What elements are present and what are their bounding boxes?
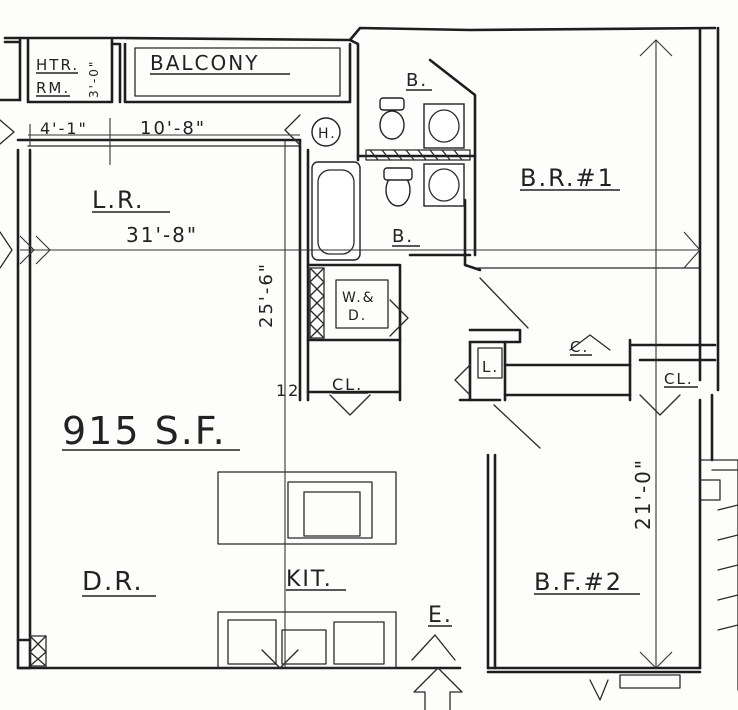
linen-closet-label: L. bbox=[482, 358, 499, 376]
dimension-labels: 4'-1" 10'-8" 31'-8" 25'-6" 21'-0" 12 bbox=[40, 118, 655, 530]
balcony-label: BALCONY bbox=[150, 51, 259, 75]
dim-31-8: 31'-8" bbox=[126, 223, 198, 247]
htr-label-bottom: RM. bbox=[36, 79, 70, 97]
washer-dryer-label-bottom: D. bbox=[348, 308, 367, 324]
htr-label-top: HTR. bbox=[36, 56, 79, 74]
dim-25-6: 25'-6" bbox=[256, 262, 277, 328]
entry-label: E. bbox=[428, 603, 453, 628]
room-labels: HTR. RM. 3'-0" BALCONY B. B. H. B.R.#1 L… bbox=[36, 51, 698, 628]
dim-21-0: 21'-0" bbox=[631, 458, 655, 530]
bath-label-mid: B. bbox=[392, 226, 414, 247]
dim-4-1: 4'-1" bbox=[40, 119, 88, 138]
dim-10-8: 10'-8" bbox=[140, 118, 206, 139]
dining-room-label: D.R. bbox=[82, 567, 144, 597]
washer-dryer-label-top: W.& bbox=[342, 290, 376, 306]
htr-dim-label: 3'-0" bbox=[87, 60, 101, 98]
dimension-lines bbox=[19, 39, 701, 669]
bedroom-2-label: B.F.#2 bbox=[534, 568, 623, 596]
closet-right-label: CL. bbox=[664, 370, 694, 388]
heater-label: H. bbox=[318, 126, 337, 142]
bath-label-top: B. bbox=[406, 70, 428, 91]
kitchen-label: KIT. bbox=[286, 567, 333, 592]
area-label: 915 S.F. bbox=[62, 409, 227, 453]
dim-12: 12 bbox=[276, 381, 300, 400]
hall-closet-label: CL. bbox=[332, 375, 363, 394]
fixtures bbox=[0, 97, 681, 710]
closet-c-label: C. bbox=[570, 338, 589, 356]
bedroom-1-label: B.R.#1 bbox=[520, 164, 615, 192]
living-room-label: L.R. bbox=[92, 186, 144, 214]
walls bbox=[0, 26, 738, 701]
